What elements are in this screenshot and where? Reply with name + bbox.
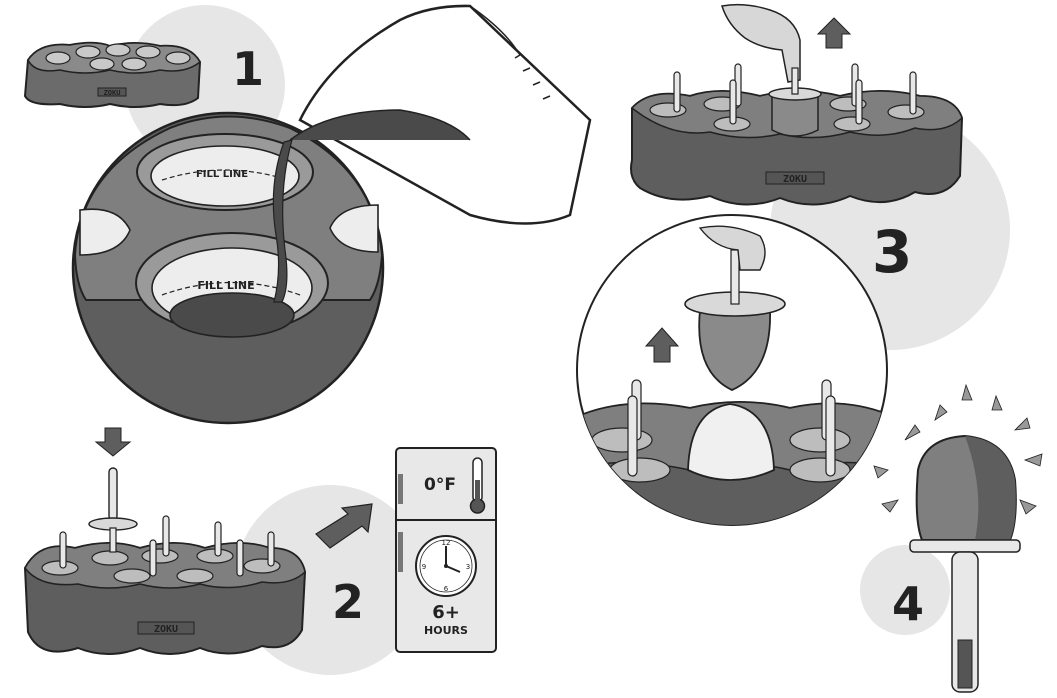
clock-number-9: 9 bbox=[422, 563, 426, 571]
burst-rays-icon bbox=[873, 383, 1043, 515]
step2-mold-with-sticks: ZOKU bbox=[23, 467, 307, 655]
freezer-duration: 6+ bbox=[432, 602, 460, 623]
freezer-illustration: 0°F 12 3 6 9 6+ HOURS bbox=[395, 447, 497, 653]
clock-icon: 12 3 6 9 bbox=[415, 535, 477, 597]
step4-popsicle bbox=[909, 434, 1021, 693]
step1-magnified-mold: FILL LINE FILL LINE bbox=[71, 111, 385, 425]
freezer-duration-unit: HOURS bbox=[424, 624, 468, 637]
step-number-3: 3 bbox=[872, 218, 912, 286]
arrow-down-icon bbox=[94, 427, 132, 457]
measuring-cup bbox=[289, 4, 592, 225]
step3-magnified-view bbox=[576, 214, 888, 526]
arrow-right-icon bbox=[315, 503, 373, 549]
clock-number-6: 6 bbox=[444, 585, 449, 593]
arrow-up-icon bbox=[816, 17, 852, 49]
step2-mold-brand-label: ZOKU bbox=[154, 624, 178, 635]
freezer-temperature: 0°F bbox=[424, 475, 456, 495]
step3-mold-brand-label: ZOKU bbox=[783, 174, 807, 185]
step4-bg-circle bbox=[860, 545, 950, 635]
clock-number-12: 12 bbox=[442, 539, 451, 547]
step1-mold-brand-label: ZOKU bbox=[104, 89, 121, 97]
step-number-4: 4 bbox=[892, 577, 924, 631]
step3-mold: ZOKU bbox=[630, 63, 964, 206]
arrow-up-icon-magnified bbox=[644, 327, 680, 363]
thermometer-icon bbox=[469, 457, 486, 514]
step1-small-mold: ZOKU bbox=[23, 41, 202, 108]
fill-line-label-upper: FILL LINE bbox=[196, 169, 248, 180]
step-number-2: 2 bbox=[332, 575, 364, 629]
step-number-1: 1 bbox=[232, 42, 264, 96]
clock-number-3: 3 bbox=[466, 563, 470, 571]
hand-icon bbox=[721, 3, 801, 83]
pouring-liquid-stream bbox=[272, 139, 293, 303]
fill-line-label-lower: FILL LINE bbox=[197, 279, 254, 292]
